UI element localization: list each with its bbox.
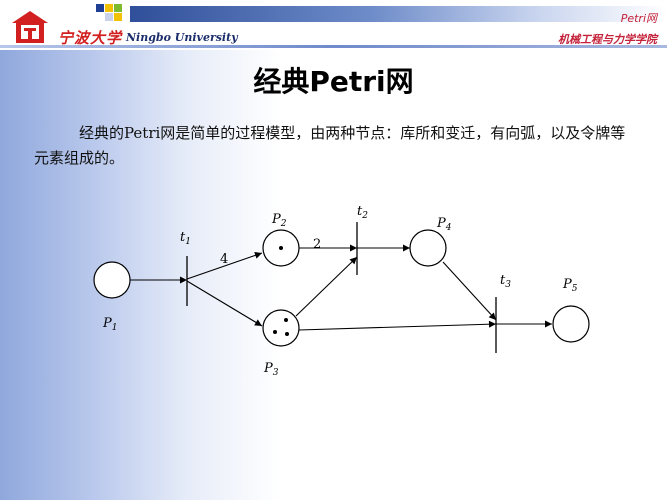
- university-logo-icon: [12, 11, 48, 43]
- arc-t1-p3: [186, 280, 263, 327]
- label-p4: P4: [436, 216, 452, 233]
- label-p3: P3: [263, 361, 279, 378]
- arc-p3-t2: [295, 256, 358, 317]
- arc-weight-t1-p2: 4: [220, 252, 228, 267]
- label-t1: t1: [180, 230, 191, 247]
- arc-weight-p2-t2: 2: [313, 237, 321, 252]
- arc-p4-t3: [442, 261, 497, 321]
- arc-p3-t3: [298, 320, 497, 331]
- label-p1: P1: [102, 316, 117, 333]
- label-p2: P2: [271, 212, 287, 229]
- department-name: 机械工程与力学学院: [558, 33, 657, 46]
- slide-header: 宁波大学 Ningbo University Petri网 机械工程与力学学院: [0, 0, 667, 50]
- university-name-cn: 宁波大学: [58, 29, 123, 47]
- corner-title: Petri网: [620, 12, 657, 25]
- token: [285, 332, 289, 336]
- slide-paragraph: 经典的Petri网是简单的过程模型，由两种节点：库所和变迁，有向弧，以及令牌等元…: [34, 124, 626, 167]
- university-name-en: Ningbo University: [126, 31, 238, 44]
- place-p3: [262, 309, 300, 347]
- header-band: [130, 6, 667, 22]
- arc-t1-p2: [186, 251, 263, 280]
- header-divider: [0, 45, 667, 48]
- place-p4: [409, 229, 447, 267]
- place-p1: [93, 261, 131, 299]
- token: [284, 318, 288, 322]
- label-p5: P5: [562, 277, 578, 294]
- slide-title: 经典Petri网: [253, 65, 414, 98]
- label-t2: t2: [357, 204, 368, 221]
- label-t3: t3: [500, 273, 511, 290]
- token: [273, 330, 277, 334]
- token: [279, 246, 283, 250]
- place-p5: [552, 305, 590, 343]
